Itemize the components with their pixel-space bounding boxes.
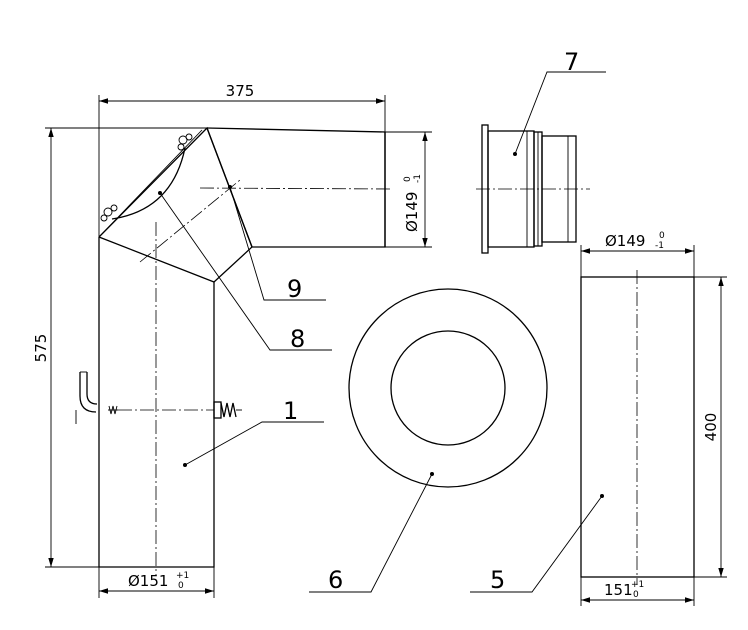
dim-elbow-tol-lower: -1 [413,174,423,183]
callout-5-label: 5 [490,566,505,594]
dimension-pipe-base-diameter: Ø151 +1 0 [98,567,215,598]
dimension-straight-diameter: Ø149 0 -1 [580,231,695,277]
dim-straight-diameter-label: Ø149 [605,232,645,250]
handle-icon [75,371,118,424]
callout-5: 5 [470,494,604,594]
centerline-diagonal [139,179,241,263]
dim-elbow-diameter-label: Ø149 [403,192,421,232]
dim-elbow-tol-upper: 0 [403,176,413,182]
dim-straight-base-label: 151 [604,581,633,599]
callout-9: 9 [228,185,326,303]
damper-spindle [99,129,203,237]
straight-pipe-part-5 [580,270,695,585]
segment-cut-lower [98,236,215,283]
dimension-375: 375 [98,82,386,237]
straight-pipe-outline [580,276,695,578]
dimension-400: 400 [694,276,727,578]
centerline-horizontal [199,187,393,190]
callout-6: 6 [309,472,434,594]
dimension-straight-base: 151 +1 0 [580,577,695,606]
dim-pipe-base-tol-lower: 0 [178,581,184,591]
callout-6-label: 6 [328,566,343,594]
dim-pipe-base-label: Ø151 [128,572,168,590]
damper-wing-nut-bottom [100,204,118,222]
damper-wing-nut-top [177,133,193,151]
dim-straight-tol-lower: -1 [655,241,664,251]
outlet-outline [206,127,386,248]
ring-part-6 [348,288,548,488]
dimension-575: 575 [32,127,207,568]
callout-8: 8 [158,191,332,353]
elbow-segment-outline [98,126,253,283]
callout-1-label: 1 [283,397,298,425]
dim-375-label: 375 [226,82,255,100]
adapter-part-7 [476,124,590,254]
dim-400-label: 400 [702,413,720,442]
callout-7: 7 [513,48,606,156]
dim-straight-base-tol-upper: +1 [631,580,644,590]
dim-pipe-base-tol-upper: +1 [176,571,189,581]
ring-outer-circle [348,288,548,488]
elbow-pipe-assembly [75,126,393,575]
bolt-spring-icon [213,401,242,419]
ring-inner-circle [390,330,506,446]
callout-8-label: 8 [290,325,305,353]
damper-disc [111,147,186,220]
segment-cut-upper [206,127,253,248]
dim-straight-tol-upper: 0 [659,231,665,241]
callout-7-label: 7 [564,48,579,76]
dimension-elbow-outlet-diameter: Ø149 0 -1 [385,131,432,248]
pipe-body-outline [98,237,215,568]
dim-straight-base-tol-lower: 0 [633,590,639,600]
dim-575-label: 575 [32,334,50,363]
callout-9-label: 9 [287,275,302,303]
callout-1: 1 [183,397,324,467]
